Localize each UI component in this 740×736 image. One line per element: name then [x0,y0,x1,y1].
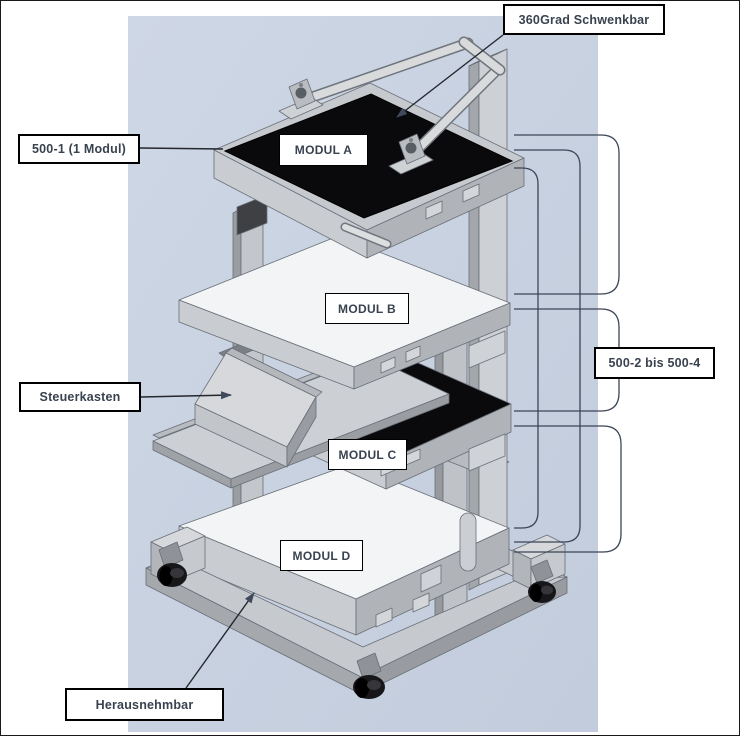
leader-steuerkasten [140,391,232,400]
bracket-group-right [514,134,622,553]
module-d-label: MODUL D [280,540,363,571]
caster-wheel-left [157,541,187,587]
leader-swivel [396,34,504,118]
module-a-tray [213,82,525,259]
callout-model-single: 500-1 (1 Modul) [18,134,140,164]
grab-handle [340,222,392,249]
control-box-console [194,347,323,468]
callout-model-range: 500-2 bis 500-4 [594,347,715,379]
callout-control-box: Steuerkasten [19,382,141,412]
bracket-upper [514,134,620,295]
module-b-label: MODUL B [325,293,409,324]
guide-pipe [459,512,477,572]
bracket-lower [514,425,622,553]
hinge-mount [388,133,434,175]
module-a-label: MODUL A [279,134,368,166]
bracket-inner-tall [514,167,539,529]
leader-herausnehmbar [185,592,255,689]
bracket-middle-tall [514,149,581,543]
leader-lines [139,34,504,689]
callout-swivel: 360Grad Schwenkbar [503,4,665,35]
module-d-tray [178,463,510,636]
swivel-arm-assembly [278,36,506,175]
caster-wheel-right [528,559,556,603]
module-c-label: MODUL C [328,439,407,470]
caster-wheel-front [353,652,385,699]
leader-500-1 [139,147,224,150]
hinge-mount [278,78,324,120]
callout-removable: Herausnehmbar [65,688,224,721]
